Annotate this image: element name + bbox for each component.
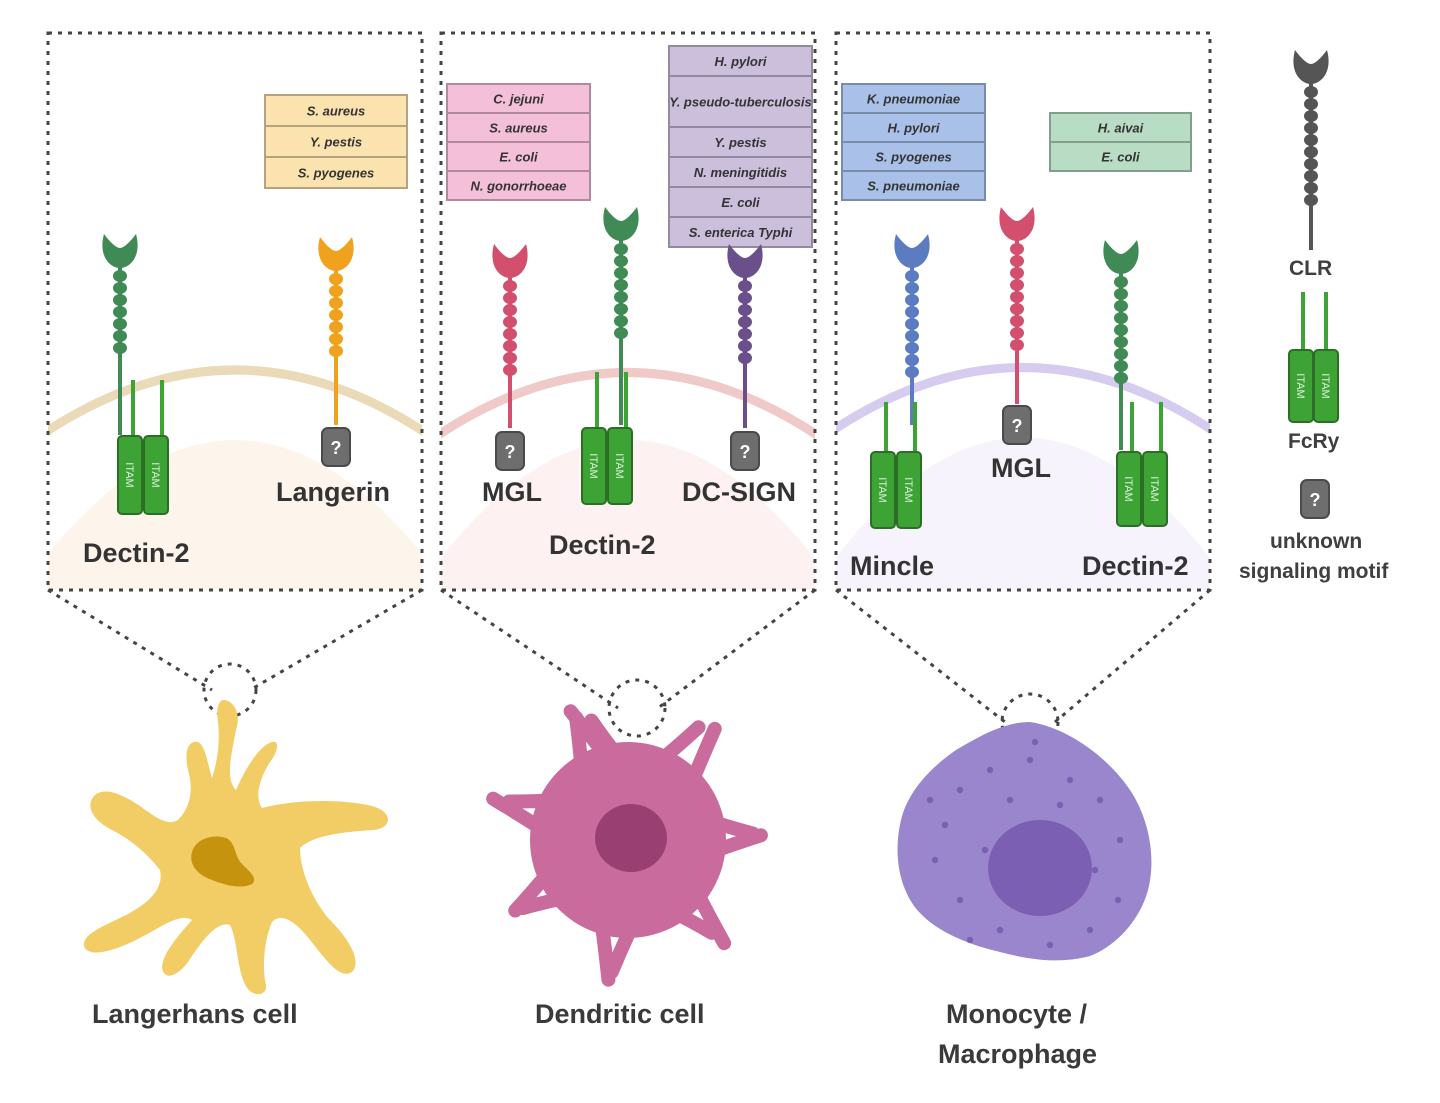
unknown-motif-icon: ? xyxy=(1310,490,1321,510)
bacteria-item: Y. pseudo-tuberculosis xyxy=(669,95,812,110)
itam-label: ITAM xyxy=(149,462,161,487)
itam-label: ITAM xyxy=(123,462,135,487)
fcrg-itam-pair: ITAM ITAM xyxy=(581,372,633,505)
bacteria-item: H. pylori xyxy=(887,121,939,136)
itam-label: ITAM xyxy=(1148,476,1160,501)
label-mgl-monocyte: MGL xyxy=(991,453,1051,483)
receptor-langerin: ? xyxy=(318,237,354,467)
cell-label-langerhans: Langerhans cell xyxy=(92,999,298,1029)
receptor-mgl-monocyte: ? xyxy=(999,207,1035,445)
bacteria-item: H. aivai xyxy=(1098,121,1144,136)
legend-unknown-label-2: signaling motif xyxy=(1239,560,1389,583)
cell-label-monocyte: Monocyte / xyxy=(946,999,1088,1029)
itam-label: ITAM xyxy=(902,477,914,502)
fcrg-itam-pair: ITAM ITAM xyxy=(117,380,169,515)
legend: ITAM ITAM? xyxy=(1288,50,1339,519)
legend-clr-label: CLR xyxy=(1289,257,1332,280)
bacteria-item: H. pylori xyxy=(714,54,766,69)
label-dc-sign: DC-SIGN xyxy=(682,477,796,507)
receptor-dectin2-dendritic xyxy=(603,207,639,425)
label-langerin: Langerin xyxy=(276,477,390,507)
bacteria-table-dendritic-purple: H. pylori Y. pseudo-tuberculosis Y. pestis… xyxy=(668,45,813,248)
bacteria-item: C. jejuni xyxy=(493,92,544,107)
bacteria-item: S. aureus xyxy=(307,104,366,119)
unknown-motif-icon: ? xyxy=(505,442,516,462)
bacteria-item: S. pyogenes xyxy=(298,166,375,181)
receptor-mgl-dendritic: ? xyxy=(492,244,528,471)
legend-unknown-icon: ? xyxy=(1300,479,1330,519)
bacteria-item: Y. pestis xyxy=(310,135,362,150)
receptor-dectin2-langerhans xyxy=(102,234,138,435)
macrophage-cell xyxy=(897,722,1152,961)
receptors: ITAM ITAM?? ITAM ITAM? ITAM ITAM? ITAM ITAM xyxy=(102,207,1168,529)
bacteria-table-dendritic-pink: C. jejuni S. aureus E. coli N. gonorrhoeae xyxy=(446,83,591,201)
cell-label-dendritic: Dendritic cell xyxy=(535,999,705,1029)
bacteria-item: Y. pestis xyxy=(714,135,766,150)
zoom-connectors xyxy=(47,588,1211,752)
langerhans-cell xyxy=(83,700,389,995)
itam-label: ITAM xyxy=(876,477,888,502)
unknown-motif-icon: ? xyxy=(331,438,342,458)
bacteria-item: N. gonorrhoeae xyxy=(470,179,566,194)
itam-label: ITAM xyxy=(1122,476,1134,501)
receptor-dectin2-monocyte xyxy=(1103,240,1139,450)
bacteria-table-monocyte-blue: K. pneumoniae H. pylori S. pyogenes S. pneu… xyxy=(841,83,986,201)
svg-text:ITAM: ITAM xyxy=(1319,373,1331,398)
bacteria-item: S. pyogenes xyxy=(875,150,952,165)
legend-fcrg-label: FcRy xyxy=(1288,430,1340,453)
bacteria-table-langerhans: S. aureus Y. pestis S. pyogenes xyxy=(264,94,408,189)
label-dectin2-dendritic: Dectin-2 xyxy=(549,530,656,560)
bacteria-item: N. meningitidis xyxy=(694,165,787,180)
label-dectin2-monocyte: Dectin-2 xyxy=(1082,551,1189,581)
dendritic-cell xyxy=(486,704,768,987)
legend-fcrg-icon: ITAM ITAM xyxy=(1288,292,1339,423)
legend-unknown-label-1: unknown xyxy=(1270,530,1362,553)
bacteria-item: E. coli xyxy=(1101,150,1140,165)
bacteria-item: S. aureus xyxy=(489,121,548,136)
label-dectin2-langerhans: Dectin-2 xyxy=(83,538,190,568)
bacteria-table-monocyte-green: H. aivai E. coli xyxy=(1049,112,1192,172)
cell-label-macrophage: Macrophage xyxy=(938,1039,1097,1069)
receptor-dc-sign: ? xyxy=(727,244,763,471)
bacteria-item: S. enterica Typhi xyxy=(689,225,793,240)
unknown-motif-icon: ? xyxy=(740,442,751,462)
bacteria-item: S. pneumoniae xyxy=(867,179,959,194)
receptor-mincle xyxy=(894,234,930,425)
fcrg-itam-pair: ITAM ITAM xyxy=(870,402,922,529)
fcrg-itam-pair: ITAM ITAM xyxy=(1116,402,1168,527)
bacteria-item: E. coli xyxy=(721,195,760,210)
svg-text:ITAM: ITAM xyxy=(1294,373,1306,398)
itam-label: ITAM xyxy=(587,453,599,478)
itam-label: ITAM xyxy=(613,453,625,478)
label-mincle: Mincle xyxy=(850,551,934,581)
unknown-motif-icon: ? xyxy=(1012,416,1023,436)
label-mgl-dendritic: MGL xyxy=(482,477,542,507)
bacteria-item: E. coli xyxy=(499,150,538,165)
bacteria-item: K. pneumoniae xyxy=(867,92,960,107)
legend-clr-icon xyxy=(1293,50,1329,250)
